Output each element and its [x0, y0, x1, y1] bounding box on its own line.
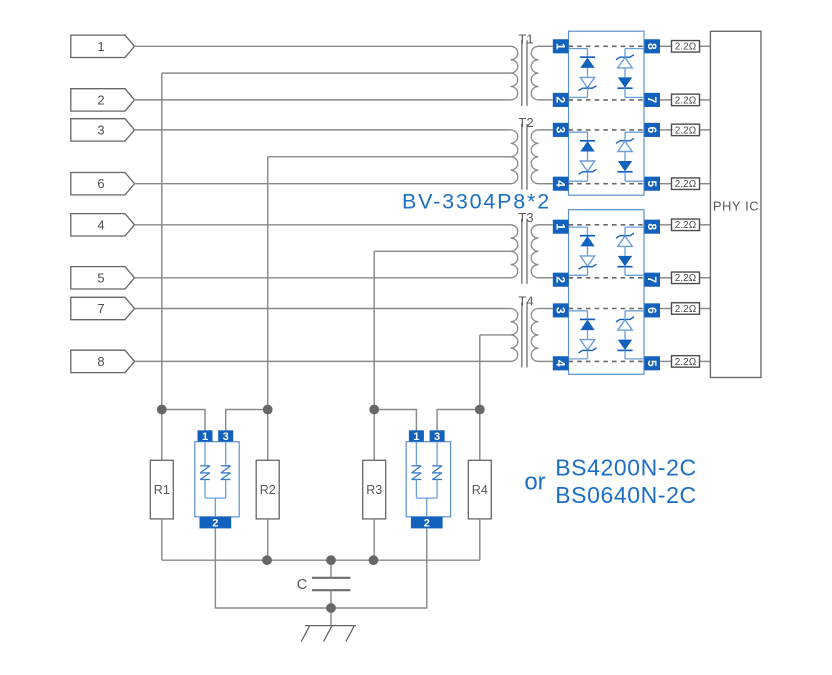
svg-text:3: 3 — [554, 307, 568, 314]
svg-text:2: 2 — [97, 92, 104, 107]
svg-text:BS0640N-2C: BS0640N-2C — [555, 482, 697, 508]
svg-text:8: 8 — [645, 223, 659, 230]
svg-text:T1: T1 — [518, 31, 533, 46]
svg-text:2.2Ω: 2.2Ω — [675, 179, 697, 190]
svg-text:2.2Ω: 2.2Ω — [675, 273, 697, 284]
svg-text:T3: T3 — [518, 210, 533, 225]
svg-text:R2: R2 — [260, 483, 276, 497]
svg-text:2: 2 — [424, 518, 430, 530]
svg-text:4: 4 — [554, 180, 568, 187]
svg-text:1: 1 — [554, 43, 568, 50]
svg-text:1: 1 — [554, 223, 568, 230]
svg-text:2.2Ω: 2.2Ω — [675, 42, 697, 53]
svg-text:4: 4 — [554, 360, 568, 367]
svg-text:C: C — [297, 577, 307, 593]
svg-text:4: 4 — [97, 217, 104, 232]
svg-text:5: 5 — [645, 360, 659, 367]
svg-text:7: 7 — [645, 276, 659, 283]
svg-text:2.2Ω: 2.2Ω — [675, 125, 697, 136]
svg-text:or: or — [524, 469, 545, 496]
svg-text:8: 8 — [645, 43, 659, 50]
svg-text:2.2Ω: 2.2Ω — [675, 95, 697, 106]
svg-text:T4: T4 — [518, 294, 533, 309]
svg-text:5: 5 — [645, 180, 659, 187]
svg-text:PHY IC: PHY IC — [713, 198, 759, 213]
svg-text:2.2Ω: 2.2Ω — [675, 304, 697, 315]
svg-text:BS4200N-2C: BS4200N-2C — [555, 455, 697, 481]
svg-text:6: 6 — [645, 127, 659, 134]
svg-text:T2: T2 — [518, 115, 533, 130]
svg-text:1: 1 — [97, 39, 104, 54]
svg-text:8: 8 — [97, 354, 104, 369]
svg-text:7: 7 — [645, 97, 659, 104]
svg-text:2.2Ω: 2.2Ω — [675, 220, 697, 231]
svg-text:6: 6 — [645, 307, 659, 314]
svg-text:6: 6 — [97, 176, 104, 191]
svg-text:2.2Ω: 2.2Ω — [675, 357, 697, 368]
svg-text:5: 5 — [97, 270, 104, 285]
svg-text:3: 3 — [434, 431, 440, 443]
svg-text:3: 3 — [554, 127, 568, 134]
svg-text:3: 3 — [97, 122, 104, 137]
svg-text:R1: R1 — [154, 483, 170, 497]
svg-text:2: 2 — [554, 97, 568, 104]
svg-text:1: 1 — [202, 431, 208, 443]
svg-text:7: 7 — [97, 301, 104, 316]
svg-text:R3: R3 — [366, 483, 382, 497]
svg-text:2: 2 — [554, 276, 568, 283]
svg-text:3: 3 — [223, 431, 229, 443]
svg-text:R4: R4 — [472, 483, 488, 497]
svg-text:2: 2 — [212, 518, 218, 530]
svg-text:BV-3304P8*2: BV-3304P8*2 — [402, 190, 551, 214]
svg-text:1: 1 — [413, 431, 419, 443]
